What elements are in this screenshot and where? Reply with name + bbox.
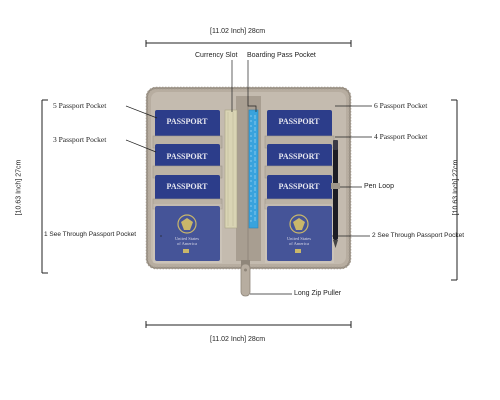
- eagle-seal-icon: [177, 214, 197, 234]
- currency-slot: [224, 109, 238, 229]
- country-line-1: United States: [175, 236, 199, 241]
- passport-pocket-left-3: [155, 175, 220, 205]
- passport-label: PASSPORT: [167, 182, 209, 191]
- country-line-2: of America: [289, 241, 309, 246]
- pen-loop-label: Pen Loop: [364, 183, 394, 190]
- boarding-pass-pocket-label: Boarding Pass Pocket: [247, 52, 316, 59]
- passport-label: PASSPORT: [279, 152, 321, 161]
- dimension-lines: [41, 40, 458, 328]
- pocket-4-label: 4 Passport Pocket: [374, 132, 428, 141]
- passport-pocket-5: [155, 110, 220, 142]
- passport-pocket-3: [155, 144, 220, 172]
- eagle-emblem-icon: [181, 218, 193, 230]
- boarding-pass: [248, 109, 259, 229]
- chip-icon: [183, 249, 189, 253]
- passport-pocket-6: [267, 110, 332, 142]
- right-passport-stack: PASSPORT PASSPORT PASSPORT United States…: [264, 110, 335, 263]
- passport-label: PASSPORT: [279, 182, 321, 191]
- country-line-1: United States: [287, 236, 311, 241]
- pocket-1-label: 1 See Through Passport Pocket: [44, 231, 137, 238]
- zip-puller-icon: [240, 260, 251, 297]
- country-line-2: of America: [177, 241, 197, 246]
- width-bottom-label: [11.02 Inch] 28cm: [210, 336, 266, 343]
- passport-pocket-right-3: [267, 175, 332, 205]
- passport-label: PASSPORT: [167, 152, 209, 161]
- currency-slot-label: Currency Slot: [195, 52, 238, 59]
- height-left-label: [10.63 Inch] 27cm: [15, 159, 23, 216]
- leader-lines: [125, 60, 372, 295]
- left-passport-stack: PASSPORT PASSPORT PASSPORT United States…: [152, 110, 223, 263]
- height-right-label: [10.63 Inch] 27cm: [452, 159, 460, 216]
- passport-label: PASSPORT: [279, 117, 321, 126]
- pocket-6-label: 6 Passport Pocket: [374, 101, 428, 110]
- zip-puller-label: Long Zip Puller: [294, 290, 342, 297]
- pen-icon: [331, 140, 340, 248]
- eagle-emblem-icon: [293, 218, 305, 230]
- chip-icon: [295, 249, 301, 253]
- pocket-3-label: 3 Passport Pocket: [53, 135, 107, 144]
- pocket-2-label: 2 See Through Passport Pocket: [372, 232, 465, 239]
- width-top-label: [11.02 Inch] 28cm: [210, 28, 266, 35]
- passport-pocket-4: [267, 144, 332, 172]
- eagle-seal-icon: [289, 214, 309, 234]
- passport-label: PASSPORT: [167, 117, 209, 126]
- pocket-5-label: 5 Passport Pocket: [53, 101, 107, 110]
